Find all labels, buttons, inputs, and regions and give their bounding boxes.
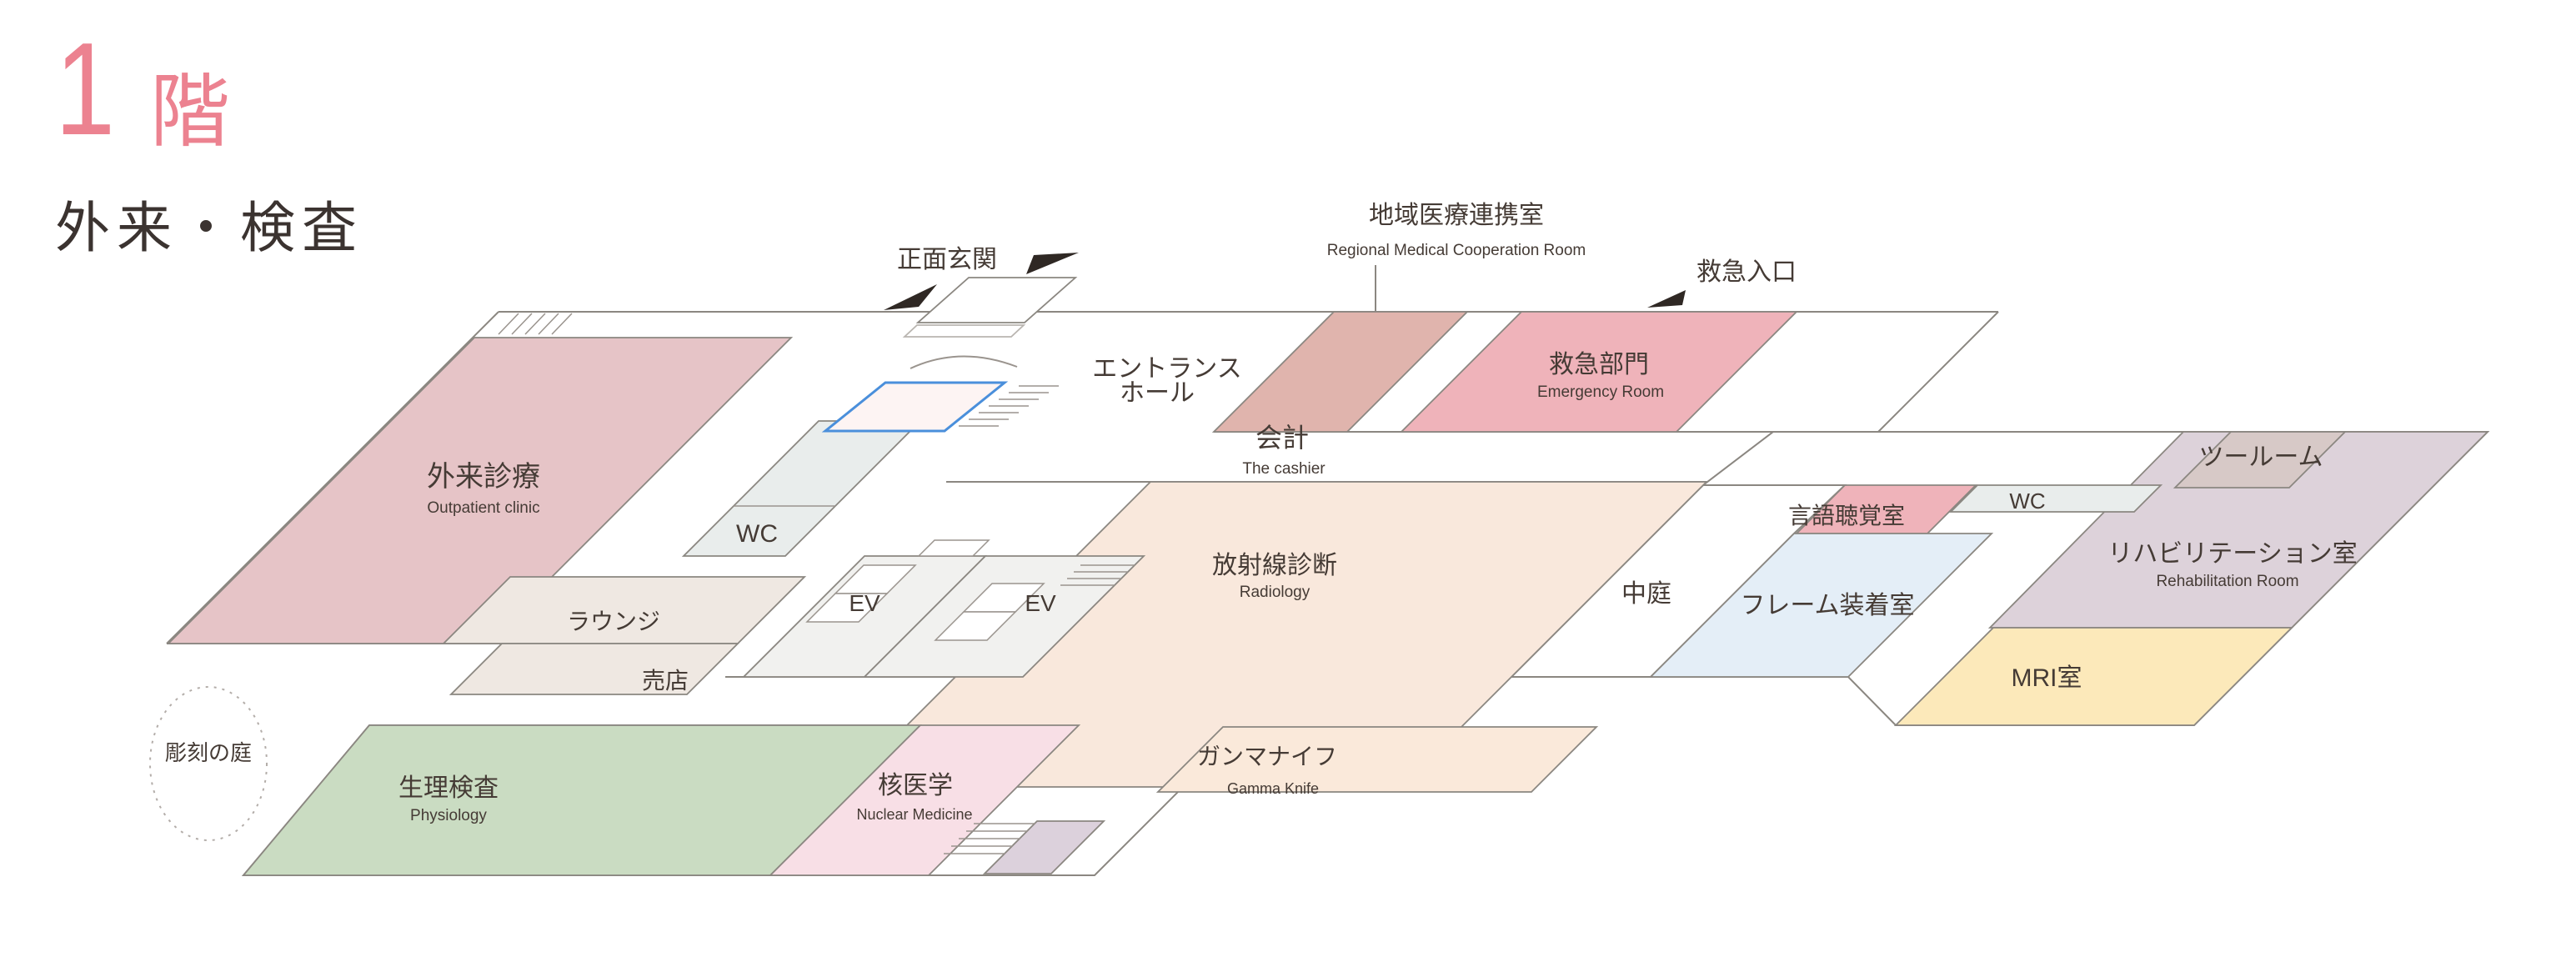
label-gamma-jp: ガンマナイフ (1197, 744, 1337, 769)
label-regional-jp: 地域医療連携室 (1369, 202, 1544, 229)
stairs-top-left-4 (551, 313, 573, 335)
label-courtyard: 中庭 (1621, 580, 1671, 608)
nuclear-medicine[interactable] (768, 724, 1081, 876)
floor-suffix: 階 (149, 68, 230, 158)
label-nuclear-jp: 核医学 (878, 772, 953, 799)
ev-east-shaft-2 (934, 611, 1017, 641)
info-counter[interactable] (821, 381, 1009, 433)
emergency-entrance-arrow (1647, 290, 1686, 308)
label-sculpture-garden: 彫刻の庭 (165, 740, 252, 765)
label-entrance-hall-2: ホール (1120, 379, 1195, 407)
ev-west-shaft-2 (805, 593, 889, 623)
regional-medical-cooperation-room[interactable] (1211, 311, 1470, 433)
floor-number: 1 (55, 16, 116, 163)
stairs-top-left-2 (524, 313, 546, 335)
entrance-step[interactable] (902, 324, 1026, 338)
sculpture-garden (149, 686, 268, 841)
ev-roof-piece (917, 539, 990, 557)
entrance-canopy-arc (910, 355, 1018, 369)
label-emergency-jp: 救急部門 (1549, 351, 1649, 378)
label-physiology-jp: 生理検査 (398, 774, 499, 802)
wall-line-7 (166, 311, 499, 644)
wall-line-8 (1877, 311, 1999, 433)
label-radiology-jp: 放射線診断 (1212, 552, 1337, 579)
wc-strip-east[interactable] (1948, 484, 2163, 513)
corridor-room-mauve[interactable] (982, 820, 1106, 874)
label-frame-room: フレーム装着室 (1740, 592, 1914, 619)
mri-room[interactable] (1893, 627, 2294, 726)
label-lounge: ラウンジ (567, 609, 660, 634)
frame-fitting-room[interactable] (1648, 533, 1994, 678)
label-shop: 売店 (642, 668, 689, 694)
gamma-knife[interactable] (1155, 726, 1599, 793)
label-radiology-en: Radiology (1240, 584, 1311, 601)
label-speech: 言語聴覚室 (1788, 503, 1905, 529)
emergency-room[interactable] (1399, 311, 1799, 433)
label-nuclear-en: Nuclear Medicine (856, 806, 972, 823)
label-cashier-jp: 会計 (1255, 423, 1309, 453)
tool-room[interactable] (2173, 431, 2348, 489)
label-gamma-en: Gamma Knife (1227, 780, 1319, 797)
label-rehab-en: Rehabilitation Room (2156, 573, 2298, 590)
front-entrance-arrow-left (884, 284, 937, 310)
label-ev-east: EV (1025, 590, 1056, 616)
stairs-top-left-3 (538, 313, 559, 335)
label-entrance-hall-1: エントランス (1092, 355, 1241, 383)
page-title: 1 階 外来・検査 (55, 23, 363, 263)
label-outpatient-en: Outpatient clinic (427, 499, 539, 517)
label-mri: MRI室 (2012, 664, 2082, 692)
front-entrance-arrow-right (1026, 253, 1079, 274)
label-emergency-entrance: 救急入口 (1696, 258, 1797, 286)
label-outpatient-jp: 外来診療 (427, 461, 540, 493)
shop[interactable] (449, 643, 740, 695)
label-ev-west: EV (849, 590, 880, 616)
label-main-entrance: 正面玄関 (897, 246, 997, 273)
label-tool-room: ツールーム (2198, 443, 2323, 471)
wc-block-west[interactable] (681, 420, 923, 557)
main-entrance-canopy[interactable] (915, 277, 1078, 323)
floor-subtitle: 外来・検査 (55, 197, 363, 258)
label-rehab-jp: リハビリテーション室 (2107, 540, 2357, 568)
label-emergency-en: Emergency Room (1537, 383, 1664, 401)
label-cashier-en: The cashier (1242, 460, 1326, 478)
label-regional-en: Regional Medical Cooperation Room (1327, 242, 1586, 259)
label-wc-east: WC (2009, 489, 2045, 514)
label-wc-west: WC (736, 520, 778, 548)
stairs-top-left-0 (498, 313, 519, 335)
stairs-top-left-1 (511, 313, 533, 335)
label-physiology-en: Physiology (410, 807, 487, 824)
